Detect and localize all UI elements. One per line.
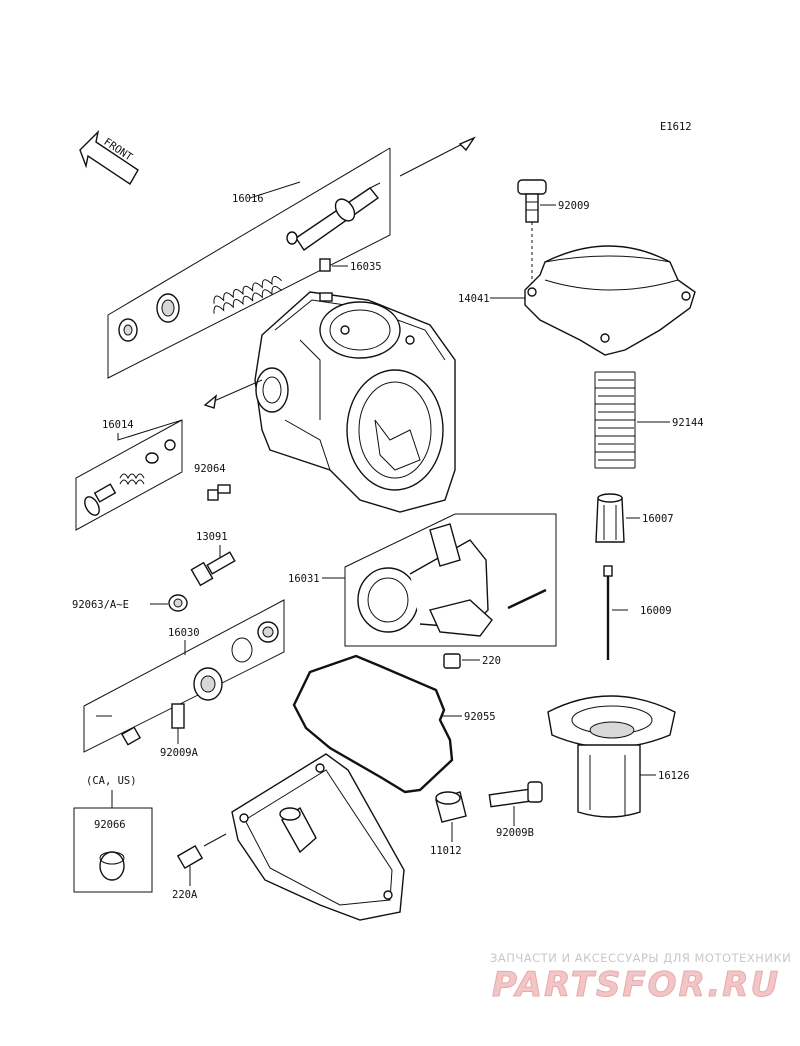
- label-16031: 16031: [288, 573, 320, 585]
- label-16007: 16007: [642, 513, 674, 525]
- label-16014: 16014: [102, 419, 134, 431]
- plunger-part: [84, 483, 117, 516]
- group-92066: (CA, US) 92066: [73, 775, 153, 893]
- pilot-screw-part: [286, 182, 381, 251]
- group-16030: 16030: [83, 599, 285, 753]
- label-13091: 13091: [196, 531, 228, 543]
- label-92009B: 92009B: [496, 827, 534, 839]
- pin-part: [507, 588, 547, 610]
- watermark-logo: PARTSFOR.RU: [492, 965, 780, 1005]
- carburetor-body-part: [254, 291, 456, 513]
- diagram-code: E1612: [660, 121, 692, 133]
- part-16126-diaphragm: 16126: [547, 695, 690, 818]
- part-92055-gasket: 92055: [292, 654, 496, 794]
- part-220A: 220A: [172, 833, 227, 901]
- part-220: 220: [443, 653, 501, 669]
- part-92144-spring: 92144: [594, 371, 704, 469]
- washer-part: [118, 293, 180, 342]
- o-ring-part: [231, 637, 253, 663]
- part-92063: 92063/A~E: [72, 594, 188, 612]
- group-16016: 16016: [107, 136, 476, 379]
- label-92144: 92144: [672, 417, 704, 429]
- label-11012: 11012: [430, 845, 462, 857]
- part-11012: 11012: [430, 791, 467, 857]
- diaphragm-part: [257, 621, 279, 643]
- region-note: (CA, US): [86, 775, 137, 787]
- label-92064: 92064: [194, 463, 226, 475]
- valve-part: [193, 667, 223, 701]
- label-92009A: 92009A: [160, 747, 199, 759]
- label-92066: 92066: [94, 819, 126, 831]
- label-92055: 92055: [464, 711, 496, 723]
- watermark-tagline: ЗАПЧАСТИ И АКСЕССУАРЫ ДЛЯ МОТОТЕХНИКИ: [490, 951, 791, 965]
- throttle-valve-part: [357, 523, 493, 637]
- label-16009: 16009: [640, 605, 672, 617]
- part-92009B: 92009B: [488, 781, 543, 839]
- label-14041: 14041: [458, 293, 490, 305]
- part-92064: 92064: [194, 463, 231, 501]
- part-16035: 16035: [319, 258, 382, 273]
- label-92063: 92063/A~E: [72, 599, 129, 611]
- part-13091: 13091: [190, 531, 236, 587]
- group-16014: 16014: [75, 419, 183, 531]
- label-16126: 16126: [658, 770, 690, 782]
- plug-part: [99, 851, 125, 881]
- part-16007: 16007: [595, 493, 674, 543]
- front-arrow-icon: FRONT: [79, 129, 139, 185]
- label-16016: 16016: [232, 193, 264, 205]
- part-92009A: 92009A: [160, 703, 199, 759]
- float-bowl-part: [231, 753, 405, 921]
- label-16030: 16030: [168, 627, 200, 639]
- label-220: 220: [482, 655, 501, 667]
- part-16009-needle: 16009: [603, 565, 672, 660]
- label-92009-top: 92009: [558, 200, 590, 212]
- label-220A: 220A: [172, 889, 198, 901]
- part-92009-top: 92009: [517, 179, 590, 290]
- spring-part: [213, 275, 282, 314]
- small-screw-part: [96, 715, 142, 746]
- group-16031: 16031: [288, 513, 557, 647]
- part-14041-cover: 14041: [458, 245, 696, 356]
- label-16035: 16035: [350, 261, 382, 273]
